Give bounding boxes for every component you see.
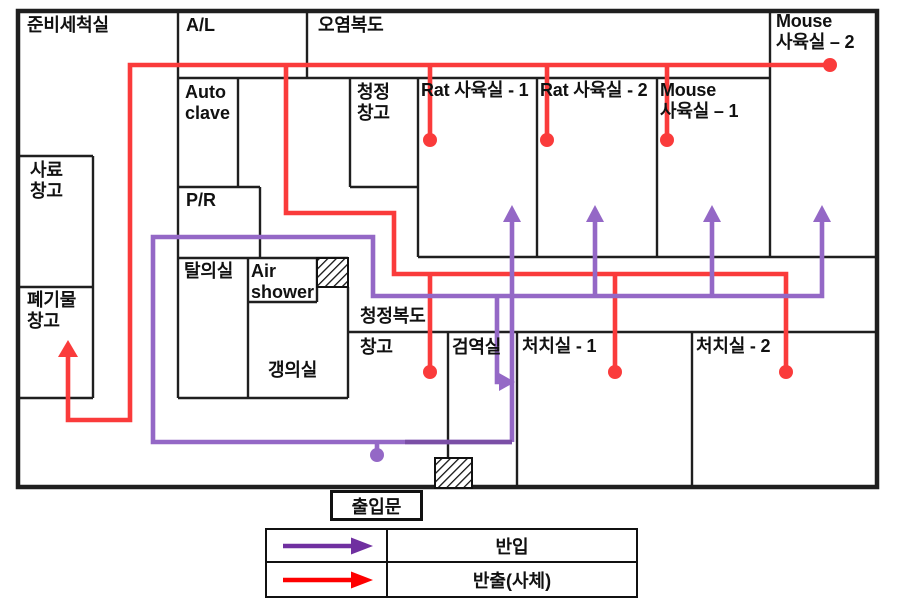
- outtake-flow-lines: [65, 62, 830, 423]
- entrance-door-label-box: 출입문: [330, 490, 423, 521]
- intake-arrow-up-mouse1-icon: [703, 205, 721, 222]
- room-label-treatment2: 처치실 - 2: [696, 336, 771, 356]
- entrance-door-hatch: [434, 457, 473, 489]
- room-label-feed-store: 사료 창고: [30, 160, 63, 202]
- intake-flow-lines: [150, 222, 825, 450]
- room-label-rat1: Rat 사육실 - 1: [421, 80, 529, 100]
- legend-intake-label-cell: 반입: [388, 530, 636, 563]
- outtake-dot-treatment1: [608, 365, 622, 379]
- outtake-arrow-up-icon: [58, 340, 78, 357]
- room-label-store: 창고: [360, 337, 393, 357]
- airshower-door-hatch: [316, 257, 349, 288]
- outtake-dot-mouse2: [823, 58, 837, 72]
- room-label-dressing: 탈의실: [184, 261, 234, 281]
- room-label-treatment1: 처치실 - 1: [522, 336, 597, 356]
- inner-walls: [18, 11, 875, 487]
- legend-outtake-symbol-cell: [267, 563, 388, 596]
- legend-intake-label: 반입: [495, 536, 529, 557]
- outtake-dot-rat2: [540, 133, 554, 147]
- room-label-mouse1: Mouse 사육실 – 1: [660, 80, 739, 122]
- intake-arrow-up-mouse2-icon: [813, 205, 831, 222]
- room-label-prep-wash: 준비세척실: [27, 15, 109, 35]
- room-label-rat2: Rat 사육실 - 2: [540, 80, 648, 100]
- intake-entry-dot: [370, 448, 384, 462]
- outtake-flow-markers: [58, 58, 837, 379]
- room-label-clean-store: 청정 창고: [357, 82, 390, 124]
- outtake-arrow-icon: [282, 571, 373, 588]
- entrance-door-label: 출입문: [351, 496, 402, 517]
- outtake-dot-treatment2: [779, 365, 793, 379]
- legend-outtake-label: 반출(사체): [472, 570, 552, 591]
- outtake-dot-mouse1: [660, 133, 674, 147]
- intake-arrow-up-rat2-icon: [586, 205, 604, 222]
- room-label-dirty-corridor: 오염복도: [318, 15, 384, 35]
- intake-arrow-icon: [282, 537, 373, 554]
- room-label-clean-corridor: 청정복도: [360, 306, 426, 326]
- room-label-al: A/L: [186, 15, 215, 35]
- legend-intake-symbol-cell: [267, 530, 388, 563]
- room-label-autoclave: Auto clave: [185, 82, 231, 124]
- room-label-air-shower: Air shower: [251, 261, 315, 303]
- intake-arrow-right-quarantine-icon: [499, 373, 515, 391]
- intake-arrow-up-rat1-icon: [503, 205, 521, 222]
- room-label-changing: 갱의실: [268, 360, 318, 380]
- room-label-quarantine: 검역실: [452, 337, 502, 357]
- room-label-pr: P/R: [186, 190, 217, 210]
- outtake-dot-store: [423, 365, 437, 379]
- room-label-mouse2: Mouse 사육실 – 2: [776, 11, 855, 53]
- intake-flow-markers: [370, 205, 831, 462]
- outtake-main-path: [65, 62, 830, 423]
- legend-table: 반입 반출(사체): [265, 528, 638, 598]
- legend-outtake-label-cell: 반출(사체): [388, 563, 636, 596]
- room-label-waste-store: 폐기물 창고: [27, 290, 77, 332]
- walls: [15, 8, 880, 490]
- outtake-dot-rat1: [423, 133, 437, 147]
- intake-main-path: [150, 222, 825, 445]
- outtake-lower-path: [283, 65, 789, 372]
